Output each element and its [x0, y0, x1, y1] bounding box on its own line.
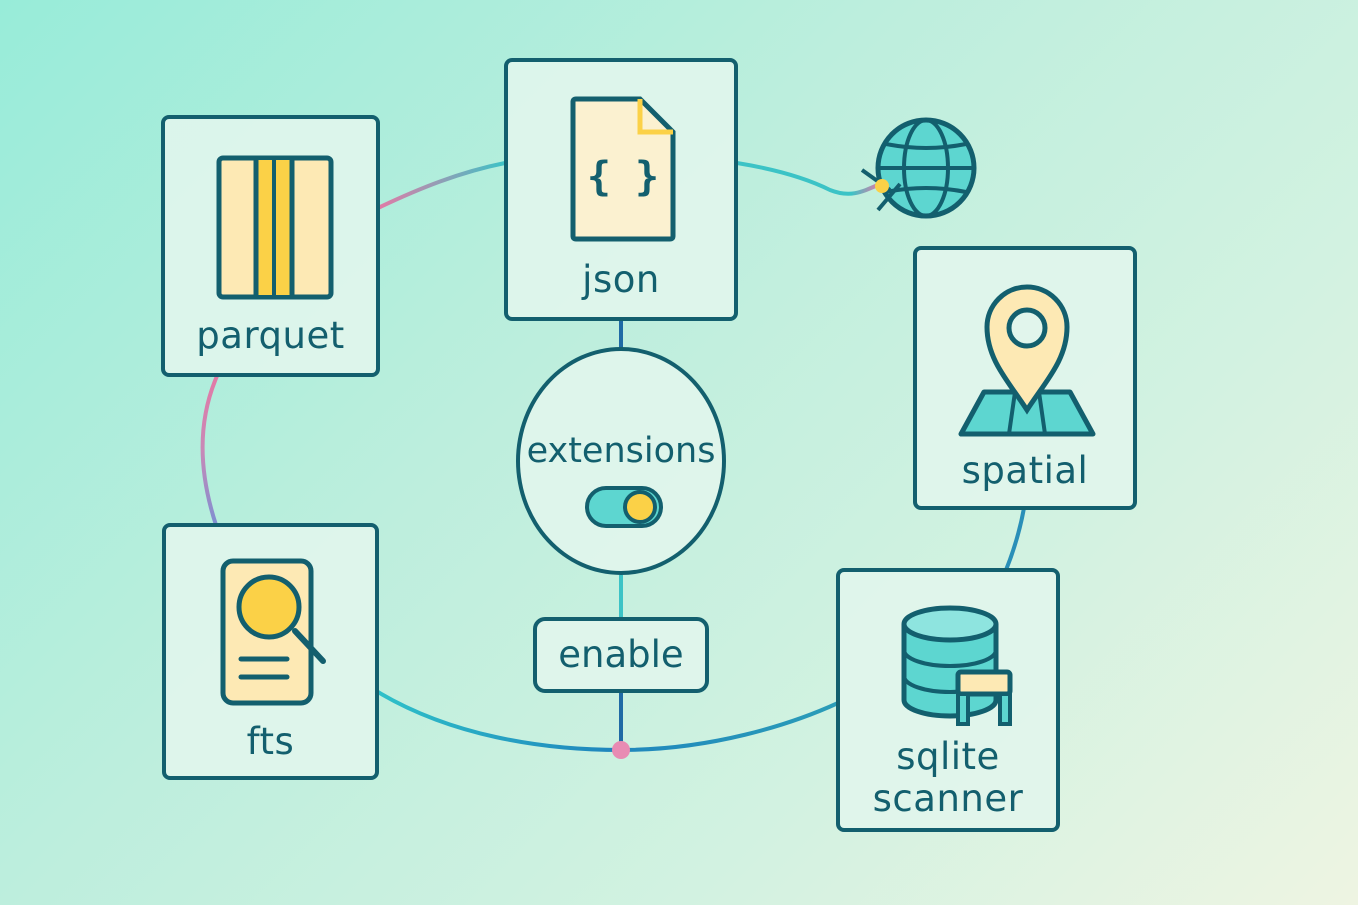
json-extension-card[interactable]: { } json [504, 58, 738, 321]
junction-dot [612, 741, 630, 759]
extensions-hub: extensions [516, 347, 726, 575]
document-search-icon [220, 558, 326, 706]
fts-extension-card[interactable]: fts [162, 523, 379, 780]
extensions-toggle[interactable] [584, 485, 664, 529]
sqlite-scanner-extension-card[interactable]: sqlite scanner [836, 568, 1060, 832]
json-label: json [582, 258, 660, 301]
map-pin-icon [958, 284, 1096, 437]
columns-icon [216, 155, 334, 300]
fts-label: fts [246, 720, 295, 763]
parquet-extension-card[interactable]: parquet [161, 115, 380, 377]
parquet-label: parquet [196, 314, 345, 357]
database-icon [901, 605, 1013, 726]
connector-bottom-arc [376, 690, 839, 753]
connector-parquet-fts [200, 375, 219, 526]
globe-icon [860, 117, 977, 219]
hub-label: extensions [526, 431, 716, 471]
sqlite-scanner-label-line1: sqlite [896, 735, 1000, 778]
spatial-label: spatial [961, 449, 1089, 492]
connector-spatial-sqlite [1004, 507, 1026, 571]
json-file-icon: { } [570, 96, 676, 242]
enable-button[interactable]: enable [533, 617, 709, 693]
connector-json-globe [736, 161, 881, 196]
spatial-extension-card[interactable]: spatial [913, 246, 1137, 510]
sqlite-scanner-label-line2: scanner [872, 777, 1024, 820]
json-braces-text: { } [587, 154, 659, 200]
connector-parquet-json [377, 161, 506, 210]
toggle-knob [623, 490, 657, 524]
